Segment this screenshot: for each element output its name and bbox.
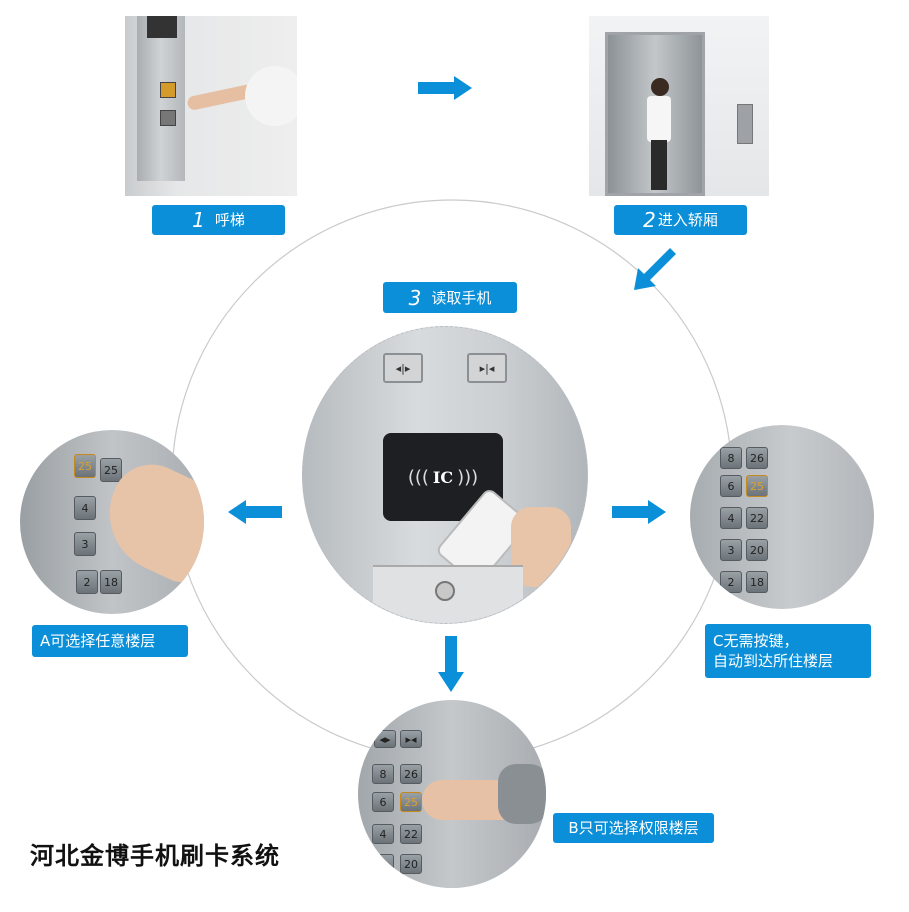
floor-button: 4 [372,824,394,844]
floor-button: 26 [746,447,768,469]
floor-button: 4 [720,507,742,529]
arrow-right-icon [612,500,666,524]
floor-button: 2 [76,570,98,594]
floor-button: 20 [400,854,422,874]
step1-label: 1 呼梯 [152,205,285,235]
floor-button: 25 [74,454,96,478]
option-a-label: A可选择任意楼层 [32,625,188,657]
floor-button: 3 [720,539,742,561]
auto-floor-photo: 8 26 6 25 4 22 3 20 2 18 [690,425,874,609]
option-b-label: B只可选择权限楼层 [553,813,714,843]
floor-button: 20 [746,539,768,561]
door-open-icon: ◂▸ [374,730,396,748]
nfc-waves-left-icon: ((( [407,466,429,488]
floor-button: 22 [400,824,422,844]
floor-button: 8 [720,447,742,469]
step3-number: 3 [408,285,422,310]
nfc-waves-right-icon: ))) [457,466,479,488]
step1-text: 呼梯 [214,211,245,229]
door-close-icon: ▸◂ [400,730,422,748]
step3-label: 3 读取手机 [383,282,517,313]
floor-button: 6 [720,475,742,497]
step2-label: 2 进入轿厢 [614,205,747,235]
floor-button: 25 [400,792,422,812]
page-title: 河北金博手机刷卡系统 [30,842,280,870]
enter-car-photo [589,16,769,196]
floor-button: 6 [372,792,394,812]
option-c-label: C无需按键， 自动到达所住楼层 [705,624,871,678]
floor-button: 3 [372,854,394,874]
card-reader-photo: ◂|▸ ▸|◂ ((( IC ))) [302,326,588,624]
step1-number: 1 [192,208,205,232]
authorized-floor-photo: ◂▸ ▸◂ 8 26 6 25 4 22 3 20 [358,700,546,888]
floor-button: 18 [746,571,768,593]
step3-text: 读取手机 [431,288,492,307]
door-close-icon: ▸|◂ [467,353,507,383]
floor-button: 8 [372,764,394,784]
floor-button: 25 [100,458,122,482]
floor-button: 4 [74,496,96,520]
key-lock-icon [435,581,455,601]
any-floor-photo: 25 25 4 3 2 18 [20,430,204,614]
arrow-right-icon [418,76,472,100]
floor-button: 3 [74,532,96,556]
call-elevator-photo [125,16,297,196]
arrow-diagonal-icon [634,248,676,290]
floor-button: 25 [746,475,768,497]
floor-button: 18 [100,570,122,594]
step2-number: 2 [643,208,656,232]
step2-text: 进入轿厢 [657,211,718,229]
arrow-left-icon [228,500,282,524]
reader-ic-text: IC [432,467,454,487]
option-c-line1: C无需按键， [713,632,799,650]
door-open-icon: ◂|▸ [383,353,423,383]
floor-button: 2 [720,571,742,593]
option-c-line2: 自动到达所住楼层 [713,652,834,670]
arrow-down-icon [438,636,464,692]
floor-button: 22 [746,507,768,529]
floor-button: 26 [400,764,422,784]
